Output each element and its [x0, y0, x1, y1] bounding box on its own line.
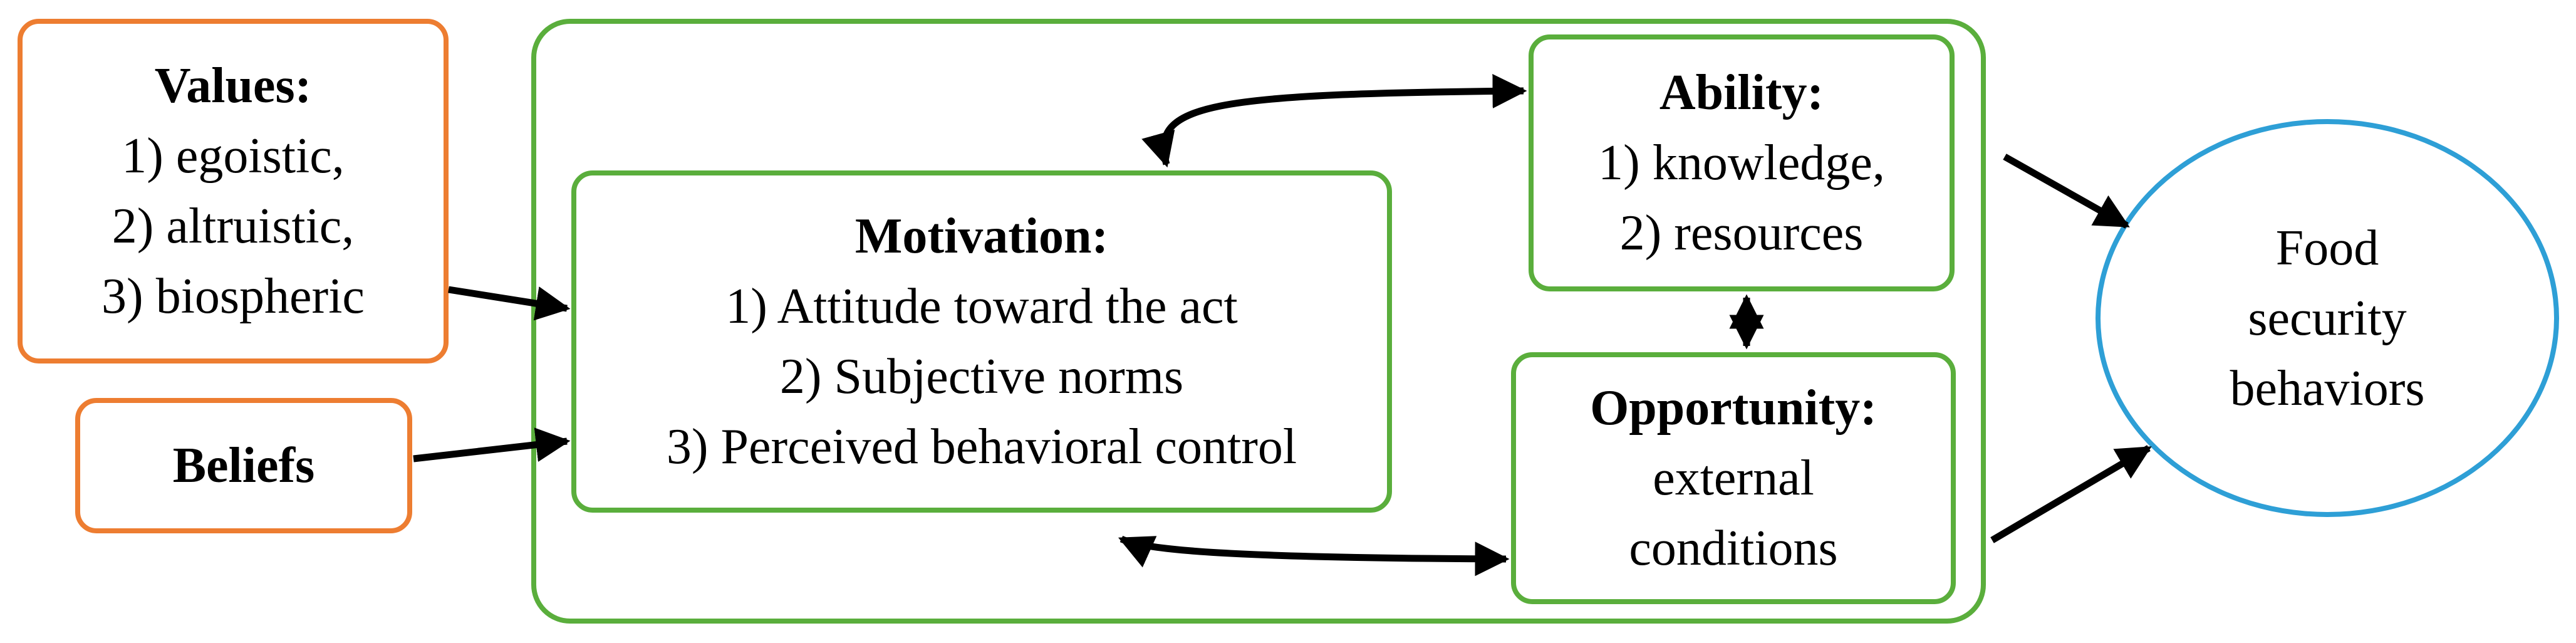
opportunity-title: Opportunity: [1590, 380, 1877, 436]
moa-group-frame [531, 19, 1986, 624]
arrow-motivation-ability-bidirectional [1141, 73, 1527, 168]
ability-box: Ability: 1) knowledge, 2) resources [1529, 34, 1955, 291]
motivation-title: Motivation: [854, 209, 1109, 264]
values-title: Values: [154, 58, 312, 113]
motivation-item-perceived-control: 3) Perceived behavioral control [666, 419, 1297, 474]
beliefs-box: Beliefs [75, 398, 412, 533]
values-box: Values: 1) egoistic, 2) altruistic, 3) b… [18, 19, 449, 363]
outcome-line-1: Food [2275, 220, 2379, 276]
motivation-item-subjective-norms: 2) Subjective norms [779, 349, 1184, 404]
beliefs-title: Beliefs [172, 438, 315, 493]
arrow-beliefs-to-motivation [413, 427, 571, 463]
arrow-motivation-opportunity-bidirectional [1118, 535, 1510, 577]
ability-item-resources: 2) resources [1619, 206, 1864, 261]
ability-item-knowledge: 1) knowledge, [1598, 135, 1885, 191]
values-item-biospheric: 3) biospheric [101, 269, 365, 324]
outcome-line-2: security [2248, 290, 2407, 346]
motivation-box: Motivation: 1) Attitude toward the act 2… [571, 170, 1392, 513]
values-item-altruistic: 2) altruistic, [112, 199, 355, 254]
arrow-values-to-motivation [448, 286, 571, 321]
values-item-egoistic: 1) egoistic, [122, 128, 345, 184]
opportunity-box: Opportunity: external conditions [1511, 352, 1956, 604]
opportunity-item-external: external [1653, 451, 1814, 506]
food-security-behaviors-ellipse: Food security behaviors [2096, 119, 2559, 517]
motivation-item-attitude: 1) Attitude toward the act [725, 279, 1238, 334]
arrow-opportunity-to-outcome [1990, 445, 2152, 543]
arrow-ability-to-outcome [2003, 154, 2130, 229]
opportunity-item-conditions: conditions [1629, 521, 1838, 576]
ability-title: Ability: [1659, 65, 1824, 120]
outcome-line-3: behaviors [2230, 360, 2425, 416]
